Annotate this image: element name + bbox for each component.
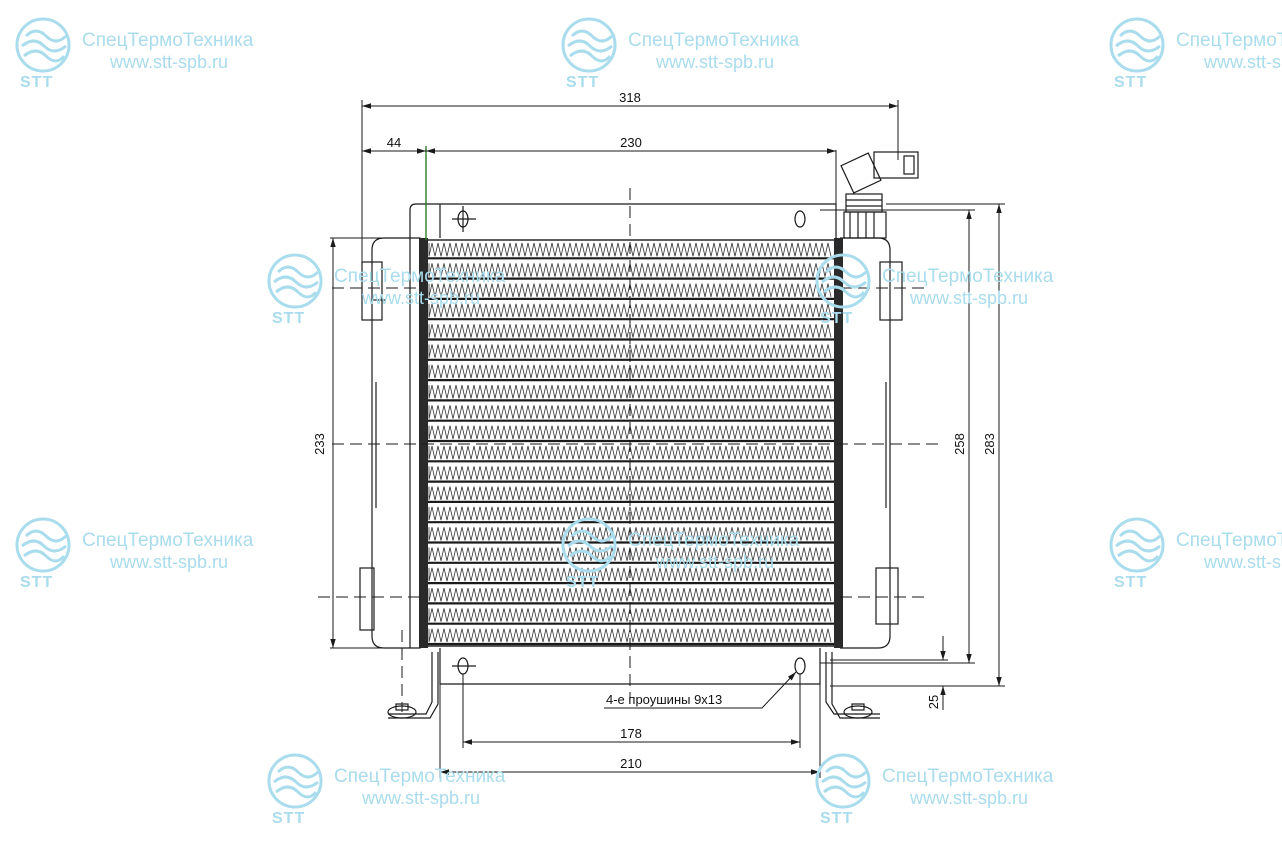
fin-row (428, 344, 832, 358)
fin-row (428, 445, 832, 460)
watermark-company: СпецТермоТехника (628, 30, 800, 51)
watermark-company: СпецТермоТехника (882, 766, 1054, 787)
left-foot (387, 652, 439, 719)
dim-overall-width: 318 (619, 90, 641, 105)
watermark: STT СпецТермоТехника www.stt-spb.ru (14, 16, 294, 96)
watermark: STT СпецТермоТехника www.stt-spb.ru (14, 516, 294, 596)
watermark-company: СпецТермоТехника (882, 266, 1054, 287)
dim-core-height: 233 (312, 433, 327, 455)
watermark-logo-text: STT (1114, 74, 1148, 91)
watermark-company: СпецТермоТехника (82, 530, 254, 551)
watermark-logo-text: STT (20, 74, 54, 91)
watermark-url: www.stt-spb.ru (1204, 552, 1282, 572)
fin-row (428, 263, 832, 277)
fin-row (428, 466, 832, 480)
watermark-company: СпецТермоТехника (628, 530, 800, 551)
fin-row (428, 283, 832, 297)
watermark-company: СпецТермоТехника (1176, 530, 1282, 551)
fin-row (428, 405, 832, 419)
right-header-tank (834, 238, 843, 648)
watermark-url: www.stt-spb.ru (910, 788, 1029, 808)
watermark: STT СпецТермоТехника www.stt-spb.ru (1108, 516, 1282, 596)
watermark: STT СпецТермоТехника www.stt-spb.ru (266, 252, 546, 332)
watermark: STT СпецТермоТехника www.stt-spb.ru (814, 252, 1094, 332)
watermark-url: www.stt-spb.ru (656, 552, 775, 572)
fin-row (428, 506, 832, 521)
stt-logo-icon (815, 253, 871, 309)
watermark-logo-text: STT (272, 810, 306, 827)
watermark-company: СпецТермоТехника (82, 30, 254, 51)
fin-row (428, 242, 832, 257)
stt-logo-icon (561, 17, 617, 73)
right-foot (825, 652, 880, 719)
dim-foot-height: 25 (926, 695, 941, 709)
watermark-company: СпецТермоТехника (334, 766, 506, 787)
watermark: STT СпецТермоТехника www.stt-spb.ru (560, 516, 840, 596)
fin-row (428, 324, 832, 338)
stt-logo-icon (815, 753, 871, 809)
stt-logo-icon (561, 517, 617, 573)
extension-lines (330, 100, 1005, 778)
watermark-url: www.stt-spb.ru (110, 552, 229, 572)
watermark: STT СпецТермоТехника www.stt-spb.ru (1108, 16, 1282, 96)
stt-logo-icon (15, 17, 71, 73)
lug-callout: 4-е проушины 9х13 (606, 692, 722, 707)
fin-row (428, 303, 832, 318)
watermark-logo-text: STT (566, 74, 600, 91)
fin-row (428, 385, 832, 399)
stt-logo-icon (15, 517, 71, 573)
dim-foot-spacing: 210 (620, 756, 642, 771)
stt-logo-icon (1109, 517, 1165, 573)
right-side-panel (840, 237, 903, 649)
watermark-logo-text: STT (1114, 574, 1148, 591)
watermark-company: СпецТермоТехника (1176, 30, 1282, 51)
stt-logo-icon (267, 753, 323, 809)
watermark-logo-text: STT (566, 574, 600, 591)
dim-core-width: 230 (620, 135, 642, 150)
dim-hole-spacing: 178 (620, 726, 642, 741)
dim-left-offset: 44 (387, 135, 401, 150)
watermark: STT СпецТермоТехника www.stt-spb.ru (560, 16, 840, 96)
radiator-core (419, 238, 843, 648)
fin-row (428, 628, 832, 643)
watermark-logo-text: STT (820, 810, 854, 827)
fin-row (428, 588, 832, 602)
fin-row (428, 608, 832, 622)
watermark-logo-text: STT (820, 310, 854, 327)
watermark-logo-text: STT (272, 310, 306, 327)
fin-row (428, 364, 832, 379)
fin-row (428, 567, 832, 582)
stt-logo-icon (1109, 17, 1165, 73)
temperature-sensor (840, 151, 919, 239)
watermark-url: www.stt-spb.ru (362, 288, 481, 308)
watermark-logo-text: STT (20, 574, 54, 591)
stt-logo-icon (267, 253, 323, 309)
dim-overall-height: 283 (982, 433, 997, 455)
left-header-tank (419, 238, 428, 648)
fin-row (428, 486, 832, 500)
watermark-url: www.stt-spb.ru (1204, 52, 1282, 72)
watermark-url: www.stt-spb.ru (656, 52, 775, 72)
fin-row (428, 547, 832, 561)
watermark-url: www.stt-spb.ru (110, 52, 229, 72)
watermark-url: www.stt-spb.ru (362, 788, 481, 808)
top-bracket (409, 203, 837, 238)
watermark-company: СпецТермоТехника (334, 266, 506, 287)
fin-row (428, 527, 832, 541)
watermark-url: www.stt-spb.ru (910, 288, 1029, 308)
watermark: STT СпецТермоТехника www.stt-spb.ru (266, 752, 546, 832)
fin-row (428, 425, 832, 440)
watermark: STT СпецТермоТехника www.stt-spb.ru (814, 752, 1094, 832)
center-lines (318, 188, 940, 712)
dimension-lines (330, 103, 1002, 775)
dim-mount-spacing: 258 (952, 433, 967, 455)
